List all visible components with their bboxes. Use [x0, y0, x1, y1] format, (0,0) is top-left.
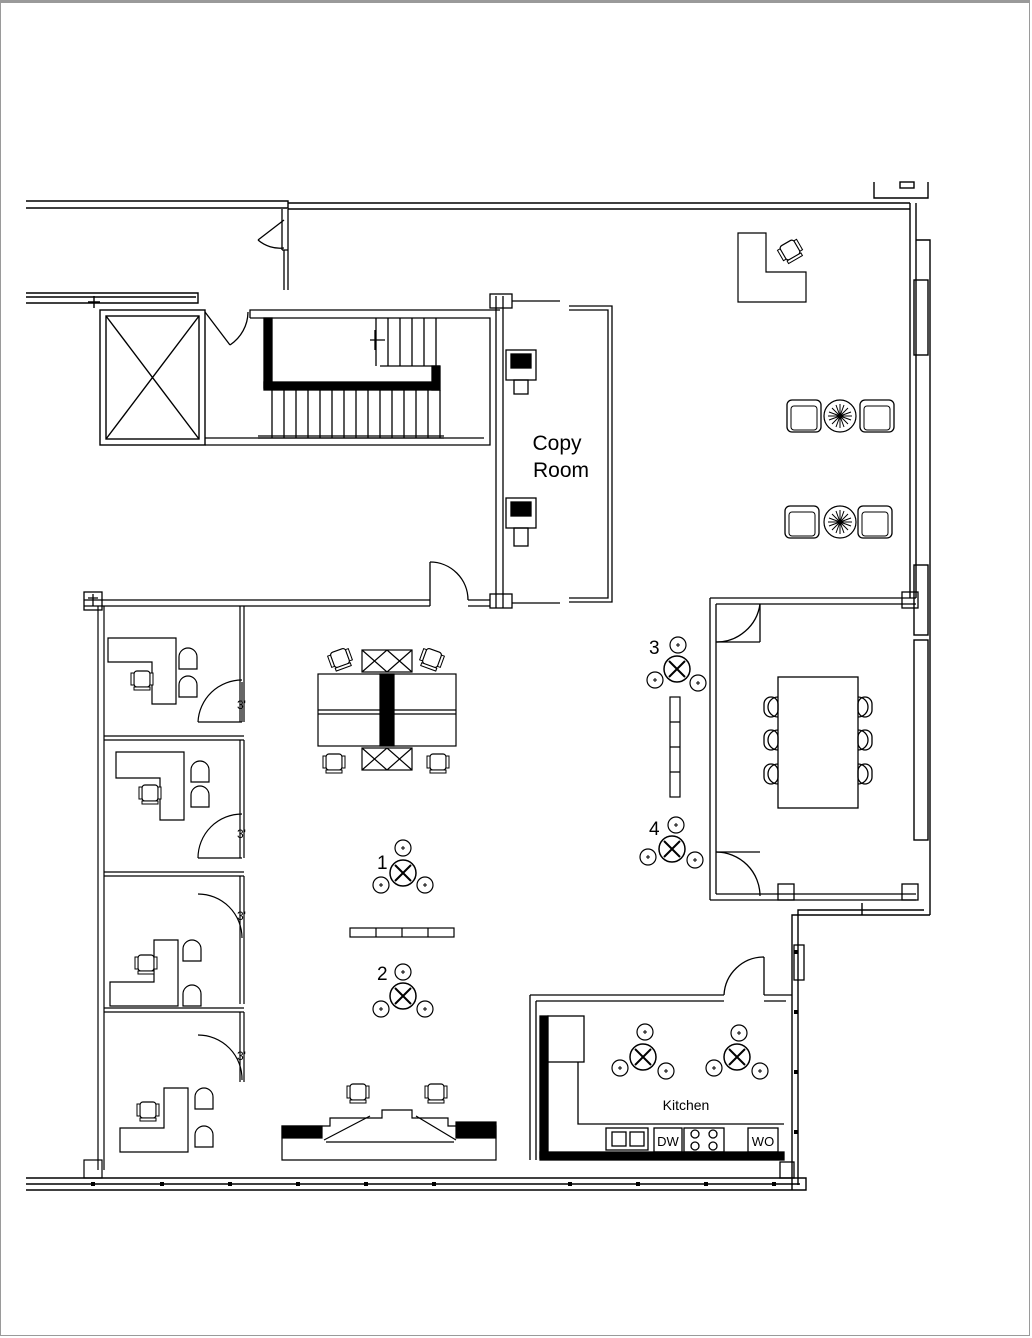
kitchen-label: Kitchen	[663, 1097, 710, 1113]
table-number: 4	[649, 819, 660, 840]
office-chairs	[130, 647, 214, 1148]
kitchen	[529, 944, 805, 1179]
door-width-label: 3'	[237, 909, 246, 923]
reception-chairs	[346, 1083, 448, 1104]
lounge-area	[737, 232, 807, 303]
door-width-label: 3'	[237, 827, 246, 841]
elevator-shaft	[88, 296, 206, 446]
copy-room-label-line2: Room	[533, 459, 589, 482]
table-number: 1	[377, 853, 388, 874]
bench	[349, 927, 455, 938]
window-mullions	[91, 950, 798, 1186]
dishwasher-label: DW	[657, 1134, 679, 1149]
table-number: 3	[649, 638, 660, 659]
workstation-cluster	[317, 649, 457, 771]
private-offices	[83, 606, 245, 1179]
table-number: 2	[377, 964, 388, 985]
bench-vertical	[669, 696, 681, 798]
kitchen-tables	[611, 1023, 769, 1080]
exterior-walls	[26, 181, 931, 1191]
stairwell	[204, 209, 500, 446]
copy-room-label-line1: Copy	[532, 432, 582, 455]
conference-room	[709, 591, 919, 901]
lounge-chair	[775, 236, 806, 266]
copy-room	[489, 293, 613, 609]
wall-oven-label: WO	[752, 1134, 774, 1149]
reception-desk	[281, 1109, 497, 1161]
office-separator-wall	[83, 561, 490, 611]
door-width-label: 3'	[237, 1049, 246, 1063]
lounge-seating	[784, 399, 895, 539]
door-width-label: 3'	[237, 698, 246, 712]
